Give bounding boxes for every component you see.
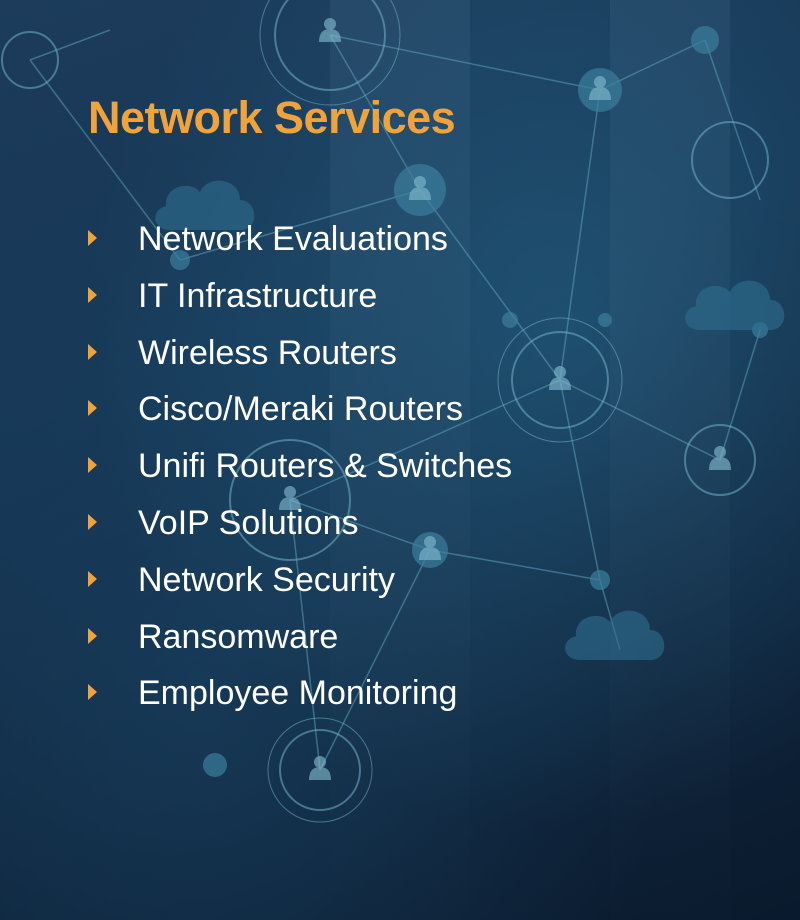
bullet-arrow-icon (88, 343, 97, 360)
bullet-arrow-icon (88, 570, 97, 587)
service-label: IT Infrastructure (138, 276, 378, 315)
bullet-arrow-icon (88, 400, 97, 417)
service-label: Cisco/Meraki Routers (138, 390, 463, 429)
service-label: VoIP Solutions (138, 503, 359, 542)
bullet-arrow-icon (88, 230, 97, 246)
bullet-arrow-icon (88, 684, 97, 701)
service-label: Network Evaluations (138, 220, 448, 258)
page-title: Network Services (88, 92, 456, 143)
service-label: Network Security (138, 560, 395, 599)
background-pillar (610, 0, 730, 920)
service-label: Wireless Routers (138, 333, 397, 372)
bullet-arrow-icon (88, 457, 97, 474)
bullet-arrow-icon (88, 627, 97, 644)
service-label: Unifi Routers & Switches (138, 447, 513, 486)
service-label: Employee Monitoring (138, 674, 458, 713)
service-label: Ransomware (138, 617, 339, 656)
bullet-arrow-icon (88, 286, 97, 303)
bullet-arrow-icon (88, 513, 97, 530)
background-pillar (330, 0, 470, 920)
